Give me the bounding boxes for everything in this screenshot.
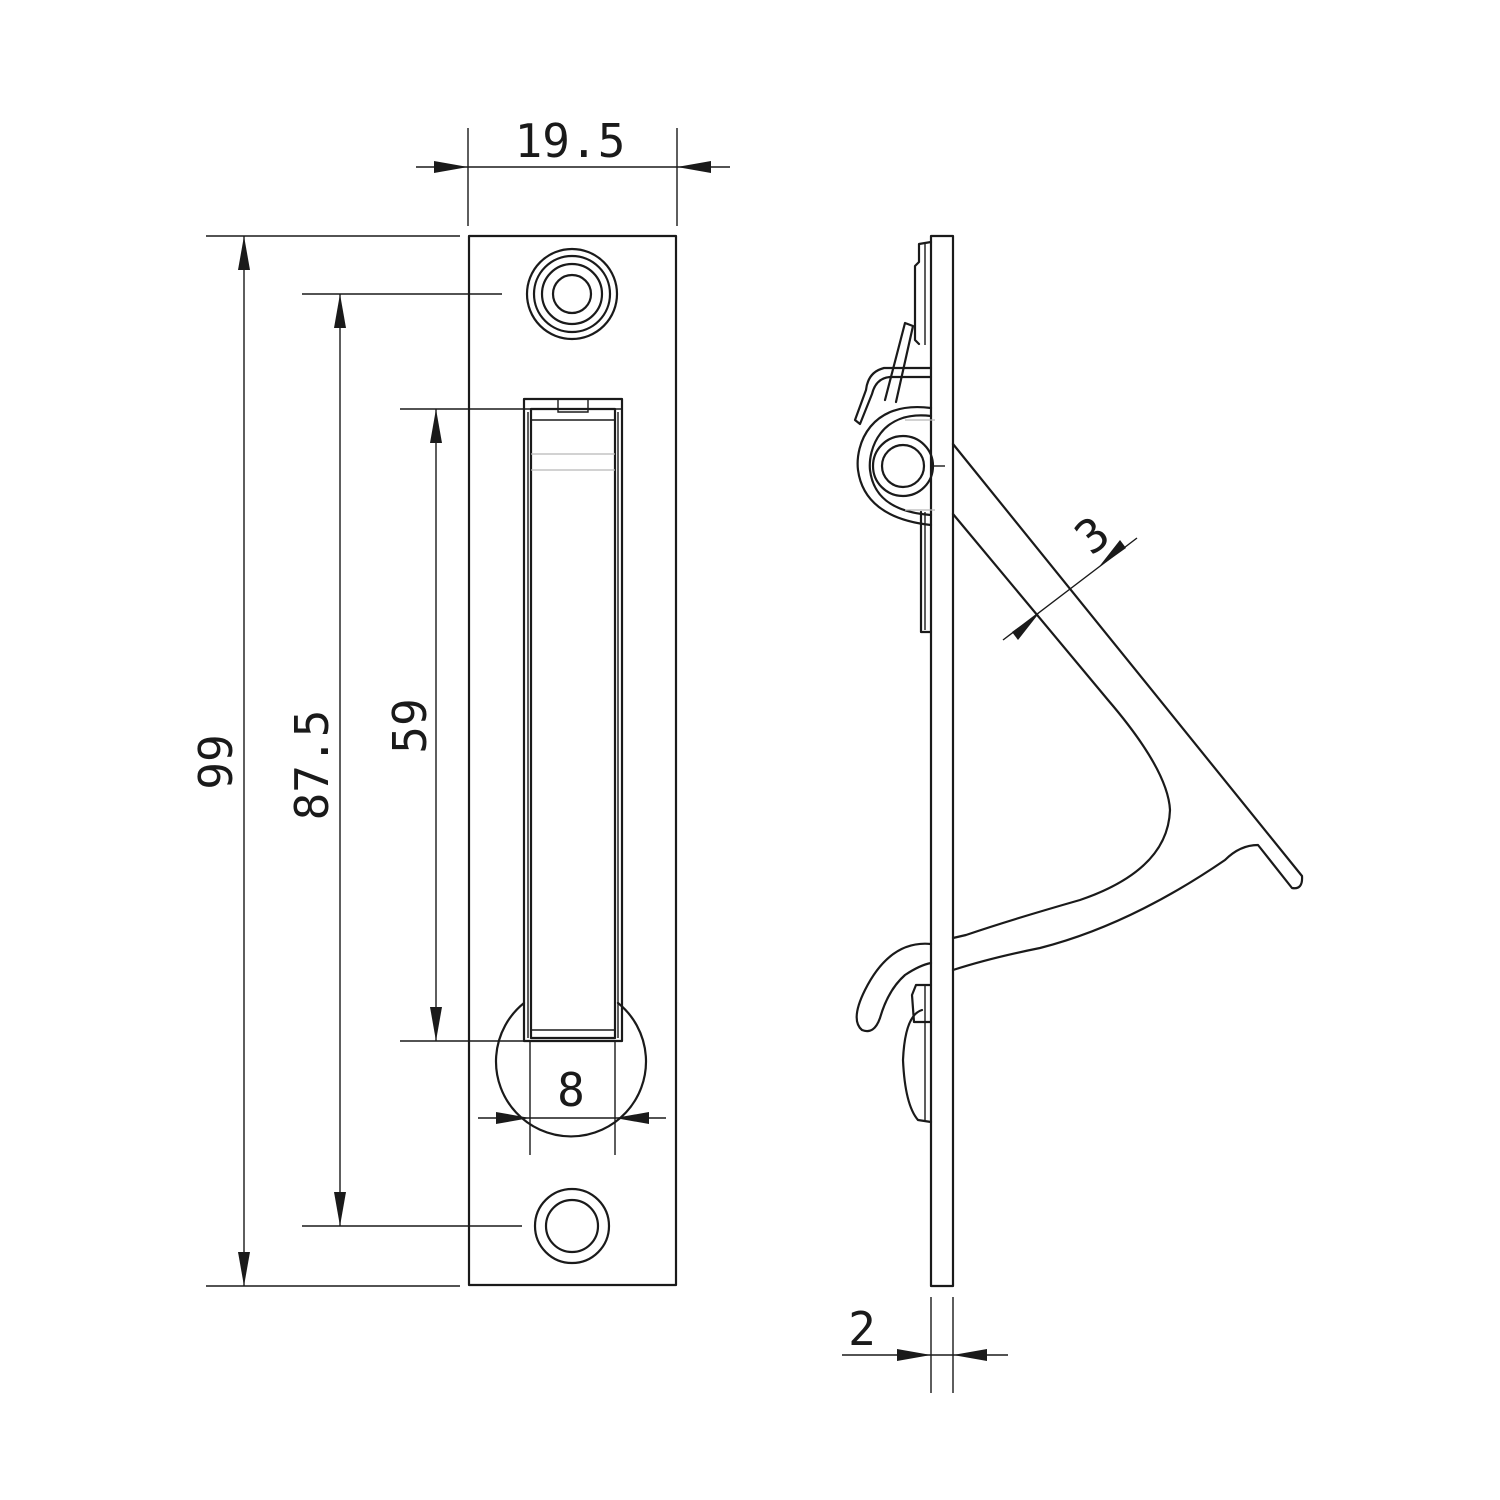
dimension-total-height: 99 <box>189 235 460 1287</box>
front-view <box>467 234 678 1287</box>
finger-recess-outline <box>494 1001 648 1138</box>
front-plate-outline <box>467 234 678 1287</box>
dimension-slot-width: 8 <box>478 1041 666 1155</box>
dimension-width: 19.5 <box>416 114 730 226</box>
finger-hook <box>855 942 933 1124</box>
handle-lever <box>951 442 1304 972</box>
side-plate-outline <box>929 234 955 1288</box>
hinge-spring <box>853 321 933 426</box>
dimension-handle-thickness: 3 <box>1002 506 1138 641</box>
dimension-total-height-label: 99 <box>189 734 243 789</box>
bottom-screw-hole <box>533 1187 611 1265</box>
side-view <box>853 234 1304 1288</box>
dimension-plate-thickness: 2 <box>842 1297 1008 1393</box>
handle-slot <box>522 397 624 1043</box>
dimension-slot-length: 59 <box>383 408 524 1042</box>
dimension-plate-thickness-label: 2 <box>848 1302 876 1356</box>
dimension-slot-width-label: 8 <box>557 1063 585 1117</box>
dimension-hole-spacing: 87.5 <box>285 293 522 1227</box>
dimension-width-label: 19.5 <box>515 114 626 168</box>
hinge-bracket <box>913 240 933 634</box>
top-screw-hole <box>525 247 619 341</box>
dimension-slot-length-label: 59 <box>383 698 437 753</box>
dimension-hole-spacing-label: 87.5 <box>285 710 339 821</box>
hinge-pin <box>856 405 945 527</box>
